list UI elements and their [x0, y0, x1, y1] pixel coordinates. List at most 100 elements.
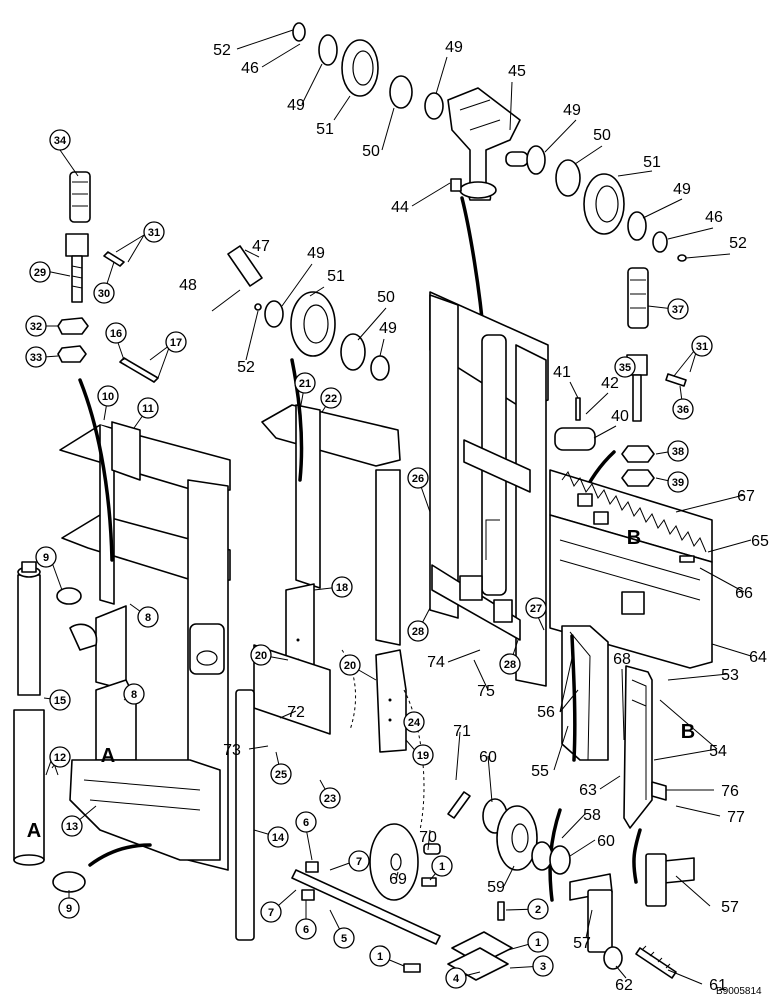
- callout-61: 61: [709, 977, 727, 994]
- callout-leaders: [43, 29, 752, 985]
- callout-circle: [348, 850, 370, 872]
- callout-number: 27: [530, 603, 542, 615]
- callout-circle: [97, 385, 119, 407]
- callout-circle: [527, 931, 549, 953]
- callout-number: 4: [453, 973, 460, 985]
- callout-49c: 49: [563, 102, 581, 119]
- callout-circle: [93, 282, 115, 304]
- circled-callout-1b: 1: [527, 931, 549, 953]
- circled-callout-12: 12: [49, 746, 71, 768]
- lower-center-parts: [235, 644, 571, 981]
- callout-circle: [412, 744, 434, 766]
- callout-50c: 50: [377, 289, 395, 306]
- callout-71: 71: [453, 723, 471, 740]
- callout-54: 54: [709, 743, 727, 760]
- callout-circle: [407, 467, 429, 489]
- callout-number: 9: [43, 552, 49, 564]
- callout-circle: [295, 918, 317, 940]
- callout-number: 31: [696, 341, 708, 353]
- circled-callout-35: 35: [614, 356, 636, 378]
- callout-circle: [369, 945, 391, 967]
- callout-55: 55: [531, 763, 549, 780]
- callout-circle: [667, 440, 689, 462]
- callout-77: 77: [727, 809, 745, 826]
- callout-circle: [667, 471, 689, 493]
- circled-callout-5: 5: [333, 927, 355, 949]
- callout-62: 62: [615, 977, 633, 994]
- callout-number: 31: [148, 227, 160, 239]
- callout-57b: 57: [573, 935, 591, 952]
- reference-letter-3: B: [681, 721, 695, 743]
- callout-circle: [403, 711, 425, 733]
- callout-number: 20: [344, 660, 356, 672]
- callout-circle: [165, 331, 187, 353]
- callout-number: 7: [268, 907, 274, 919]
- callout-number: 8: [131, 689, 137, 701]
- upper-sheave-assembly: [292, 22, 687, 262]
- callout-69: 69: [389, 871, 407, 888]
- callout-number: 28: [504, 659, 516, 671]
- callout-circle: [260, 901, 282, 923]
- callout-number: 35: [619, 362, 631, 374]
- callout-56: 56: [537, 704, 555, 721]
- callout-48: 48: [179, 277, 197, 294]
- callout-53: 53: [721, 667, 739, 684]
- circled-callout-10: 10: [97, 385, 119, 407]
- callout-number: 16: [110, 328, 122, 340]
- callout-52c: 52: [237, 359, 255, 376]
- callout-number: 29: [34, 267, 46, 279]
- side-brackets: [548, 625, 695, 979]
- callout-66: 66: [735, 585, 753, 602]
- callout-68: 68: [613, 651, 631, 668]
- callout-49f: 49: [379, 320, 397, 337]
- callout-circle: [49, 689, 71, 711]
- callout-number: 23: [324, 793, 336, 805]
- callout-circle: [105, 322, 127, 344]
- callout-number: 9: [66, 903, 72, 915]
- callout-number: 32: [30, 321, 42, 333]
- circled-callout-30: 30: [93, 282, 115, 304]
- callout-63: 63: [579, 782, 597, 799]
- callout-47: 47: [252, 238, 270, 255]
- callout-number: 37: [672, 304, 684, 316]
- callout-number: 38: [672, 446, 684, 458]
- callout-42: 42: [601, 375, 619, 392]
- callout-number: 1: [377, 951, 383, 963]
- callout-number: 2: [535, 904, 541, 916]
- callout-73: 73: [223, 742, 241, 759]
- callout-number: 26: [412, 473, 424, 485]
- circled-callout-9a: 9: [35, 546, 57, 568]
- callout-number: 39: [672, 477, 684, 489]
- callout-number: 7: [356, 856, 362, 868]
- callout-number: 6: [303, 817, 309, 829]
- circled-callout-26: 26: [407, 467, 429, 489]
- callout-number: 22: [325, 393, 337, 405]
- callout-number: 5: [341, 933, 347, 945]
- circled-callout-4: 4: [445, 967, 467, 989]
- callout-75: 75: [477, 683, 495, 700]
- circled-callout-21: 21: [294, 372, 316, 394]
- outer-mast: [59, 378, 231, 871]
- callout-circle: [25, 346, 47, 368]
- circled-callout-18: 18: [331, 576, 353, 598]
- circled-callout-7b: 7: [260, 901, 282, 923]
- callout-number: 33: [30, 352, 42, 364]
- circled-callout-36: 36: [672, 398, 694, 420]
- callout-46a: 46: [241, 60, 259, 77]
- circled-callout-8b: 8: [123, 683, 145, 705]
- callout-number: 12: [54, 752, 66, 764]
- callout-50b: 50: [593, 127, 611, 144]
- circled-callout-39: 39: [667, 471, 689, 493]
- callout-number: 17: [170, 337, 182, 349]
- callout-number: 19: [417, 750, 429, 762]
- callout-number: 21: [299, 378, 311, 390]
- callout-49e: 49: [307, 245, 325, 262]
- callout-76: 76: [721, 783, 739, 800]
- callout-circle: [250, 644, 272, 666]
- lift-cylinder-15: [13, 561, 86, 893]
- callout-70: 70: [419, 829, 437, 846]
- callout-number: 18: [336, 582, 348, 594]
- callout-49a: 49: [287, 97, 305, 114]
